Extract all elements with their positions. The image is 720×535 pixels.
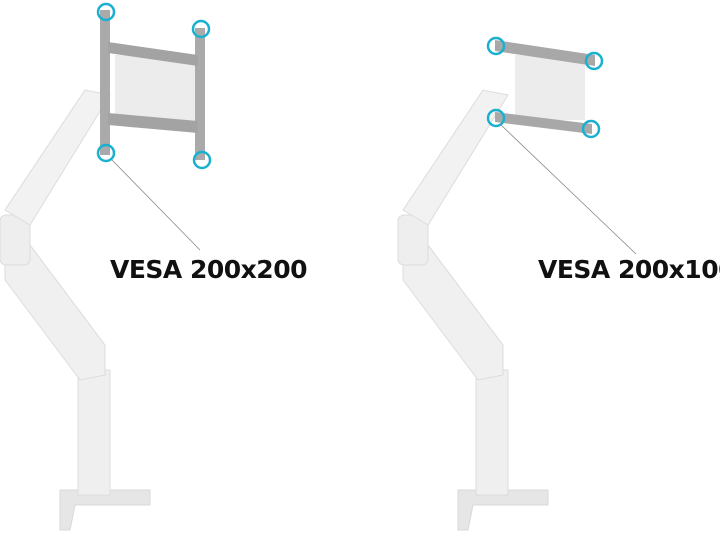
mount-hole-ring (584, 51, 604, 71)
mount-hole-ring (581, 119, 601, 139)
mount-hole-ring (192, 150, 212, 170)
leader-line (499, 123, 637, 255)
monitor-arm-left (0, 89, 151, 531)
monitor-arm-right (397, 89, 549, 531)
vesa-200x100-label: VESA 200x100 (538, 255, 720, 284)
mount-hole-ring (486, 108, 506, 128)
mount-hole-ring (191, 19, 211, 39)
vesa-200x200-label: VESA 200x200 (110, 255, 307, 284)
vesa-plate-200x100 (495, 40, 595, 134)
mount-hole-ring (96, 2, 116, 22)
mount-hole-ring (96, 143, 116, 163)
leader-line (111, 159, 201, 251)
vesa-plate-200x200 (100, 10, 205, 160)
mount-hole-ring (486, 36, 506, 56)
